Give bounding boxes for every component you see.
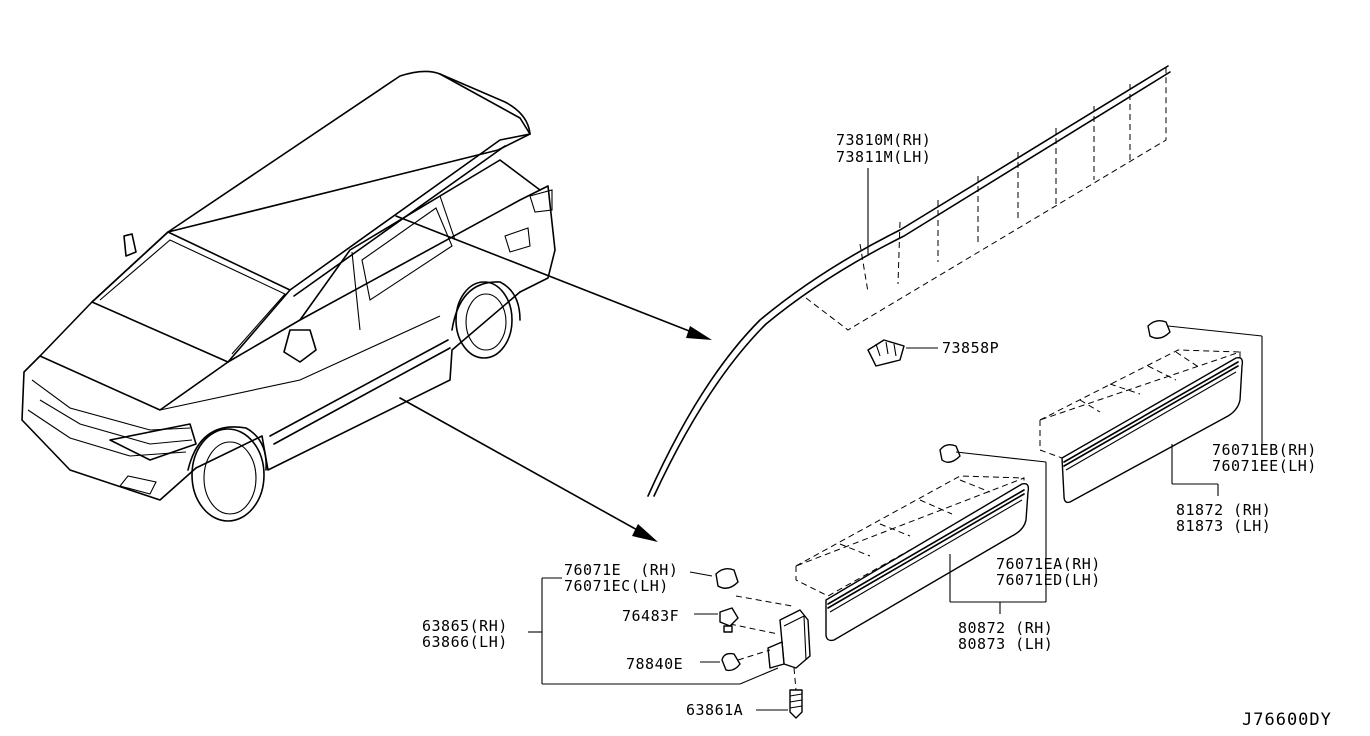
fender-bracket-part (528, 567, 811, 719)
label-81873: 81873 (LH) (1176, 517, 1272, 535)
label-80872: 80872 (RH) (958, 619, 1054, 637)
label-63866: 63866(LH) (422, 633, 508, 651)
label-73811m: 73811M(LH) (836, 148, 932, 166)
label-76071ed: 76071ED(LH) (996, 571, 1101, 589)
diagram-code: J76600DY (1242, 710, 1332, 730)
roof-molding-part (647, 65, 1171, 497)
label-76071ec: 76071EC(LH) (564, 577, 669, 595)
label-76071eb: 76071EB(RH) (1212, 441, 1317, 459)
label-73858p: 73858P (942, 339, 1000, 357)
front-door-molding-part (795, 443, 1047, 642)
label-81872: 81872 (RH) (1176, 501, 1272, 519)
label-76071e: 76071E (RH) (564, 561, 679, 579)
label-73810m: 73810M(RH) (836, 131, 932, 149)
label-76071ee: 76071EE(LH) (1212, 457, 1317, 475)
label-76483f: 76483F (622, 607, 680, 625)
pointer-arrows (395, 215, 712, 542)
label-78840e: 78840E (626, 655, 684, 673)
label-63865: 63865(RH) (422, 617, 508, 635)
vehicle-illustration (21, 70, 556, 522)
label-76071ea: 76071EA(RH) (996, 555, 1101, 573)
label-63861a: 63861A (686, 701, 744, 719)
rear-door-molding-part (1039, 319, 1263, 504)
label-80873: 80873 (LH) (958, 635, 1054, 653)
